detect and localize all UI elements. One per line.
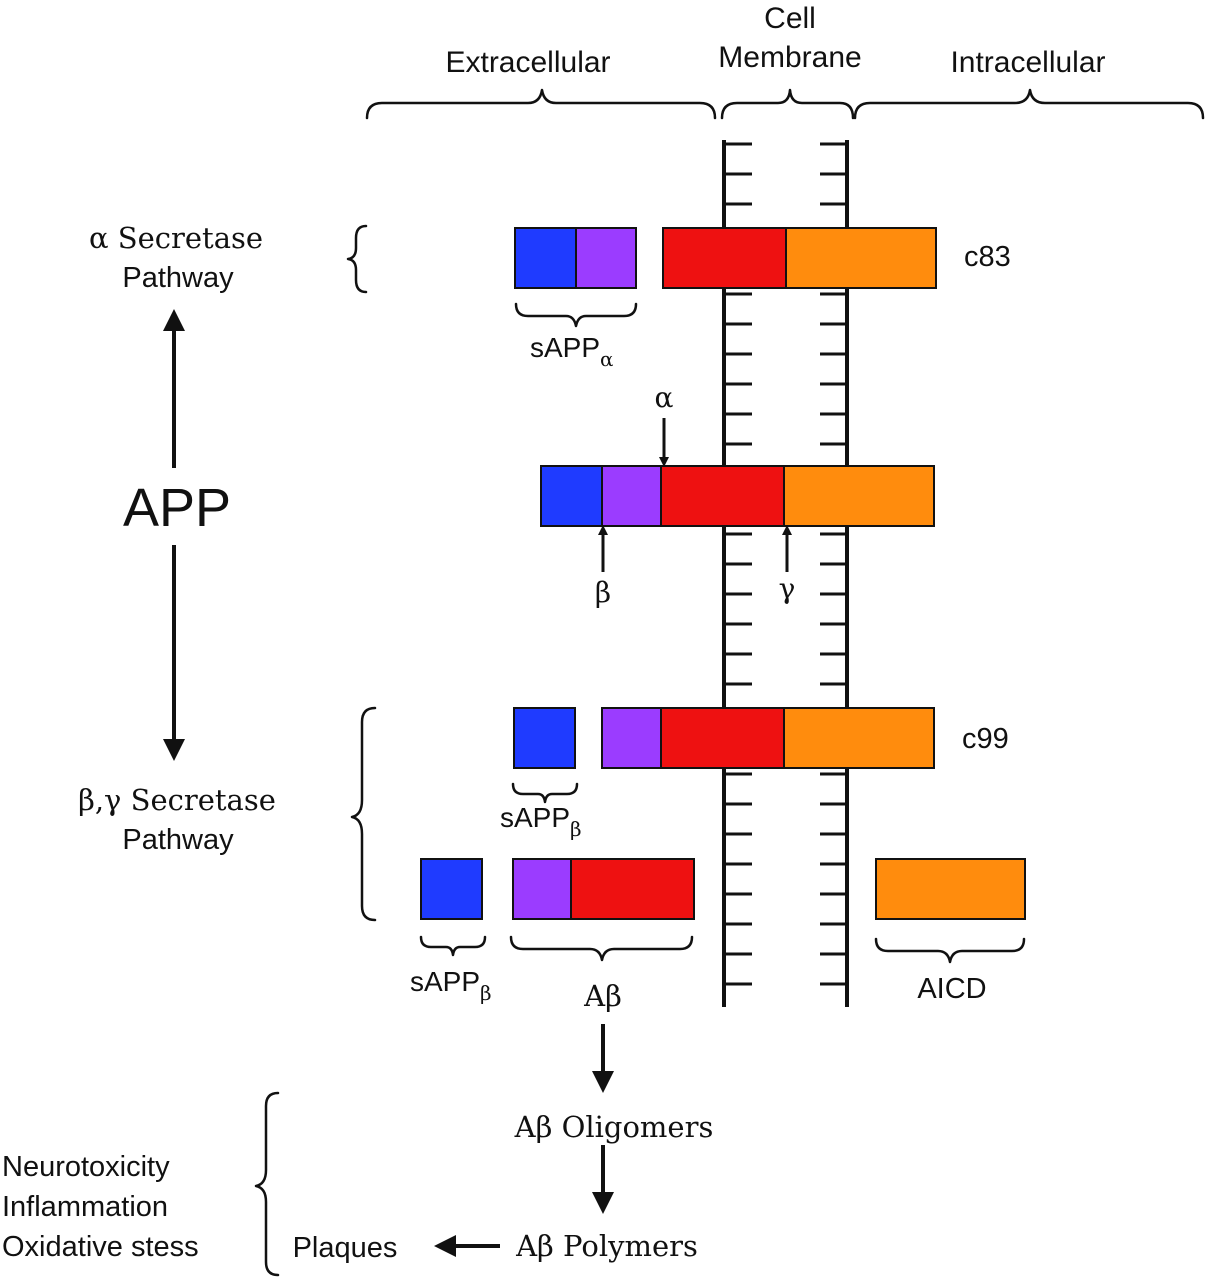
abeta-red-block [570,858,695,920]
c83-orange-block [785,227,937,289]
beta-gamma-pathway-label-line1: β,γ Secretase [78,783,276,817]
alpha-pathway-label-line2: Pathway [122,262,234,294]
app-red-block [660,465,785,527]
sappb-brace-1 [511,782,579,804]
extracellular-label: Extracellular [445,46,610,79]
oxidative-stress-label: Oxidative stess [2,1231,199,1263]
sappa-label: sAPPα [530,332,614,371]
membrane-ticks [724,142,847,986]
membrane-brace [720,88,855,120]
c99-purple-block [601,707,662,769]
cell-membrane-label-line2: Membrane [718,41,861,74]
sappa-blue-block [514,227,577,289]
c99-label: c99 [962,723,1009,755]
alpha-pathway-brace [346,224,368,294]
gamma-site-label: γ [779,572,796,605]
abeta-purple-block [512,858,572,920]
intracellular-brace [853,88,1205,120]
polymers-label: Aβ Polymers [515,1229,698,1263]
sappa-brace [514,302,638,328]
inflammation-label: Inflammation [2,1191,168,1223]
aicd-brace [874,937,1026,964]
oligomers-label: Aβ Oligomers [514,1110,714,1144]
neurotoxicity-label: Neurotoxicity [2,1151,170,1183]
sappa-purple-block [575,227,637,289]
app-orange-block [783,465,935,527]
beta-site-label: β [595,576,611,609]
effects-brace [254,1091,280,1277]
alpha-pathway-label-line1: α Secretase [89,221,263,255]
aicd-label: AICD [917,973,986,1005]
app-purple-block [601,465,662,527]
sappb-brace-2 [419,935,487,957]
aicd-orange-block [875,858,1026,920]
beta-gamma-pathway-brace [350,706,377,922]
c83-red-block [662,227,787,289]
c99-orange-block [783,707,935,769]
extracellular-brace [365,88,717,120]
sappb-label-1: sAPPβ [500,802,582,841]
sappb-blue-block-2 [420,858,483,920]
cell-membrane-label-line1: Cell [764,2,816,35]
c99-red-block [660,707,785,769]
intracellular-label: Intracellular [950,46,1105,79]
c83-label: c83 [964,241,1011,273]
sappb-blue-block [513,707,576,769]
sappb-label-2: sAPPβ [410,966,492,1005]
abeta-brace [509,935,694,962]
abeta-label: Aβ [583,979,622,1013]
plaques-label: Plaques [293,1232,398,1264]
app-label: APP [123,478,231,538]
beta-gamma-pathway-label-line2: Pathway [122,824,234,856]
app-blue-block [540,465,603,527]
alpha-site-label: α [655,381,674,414]
